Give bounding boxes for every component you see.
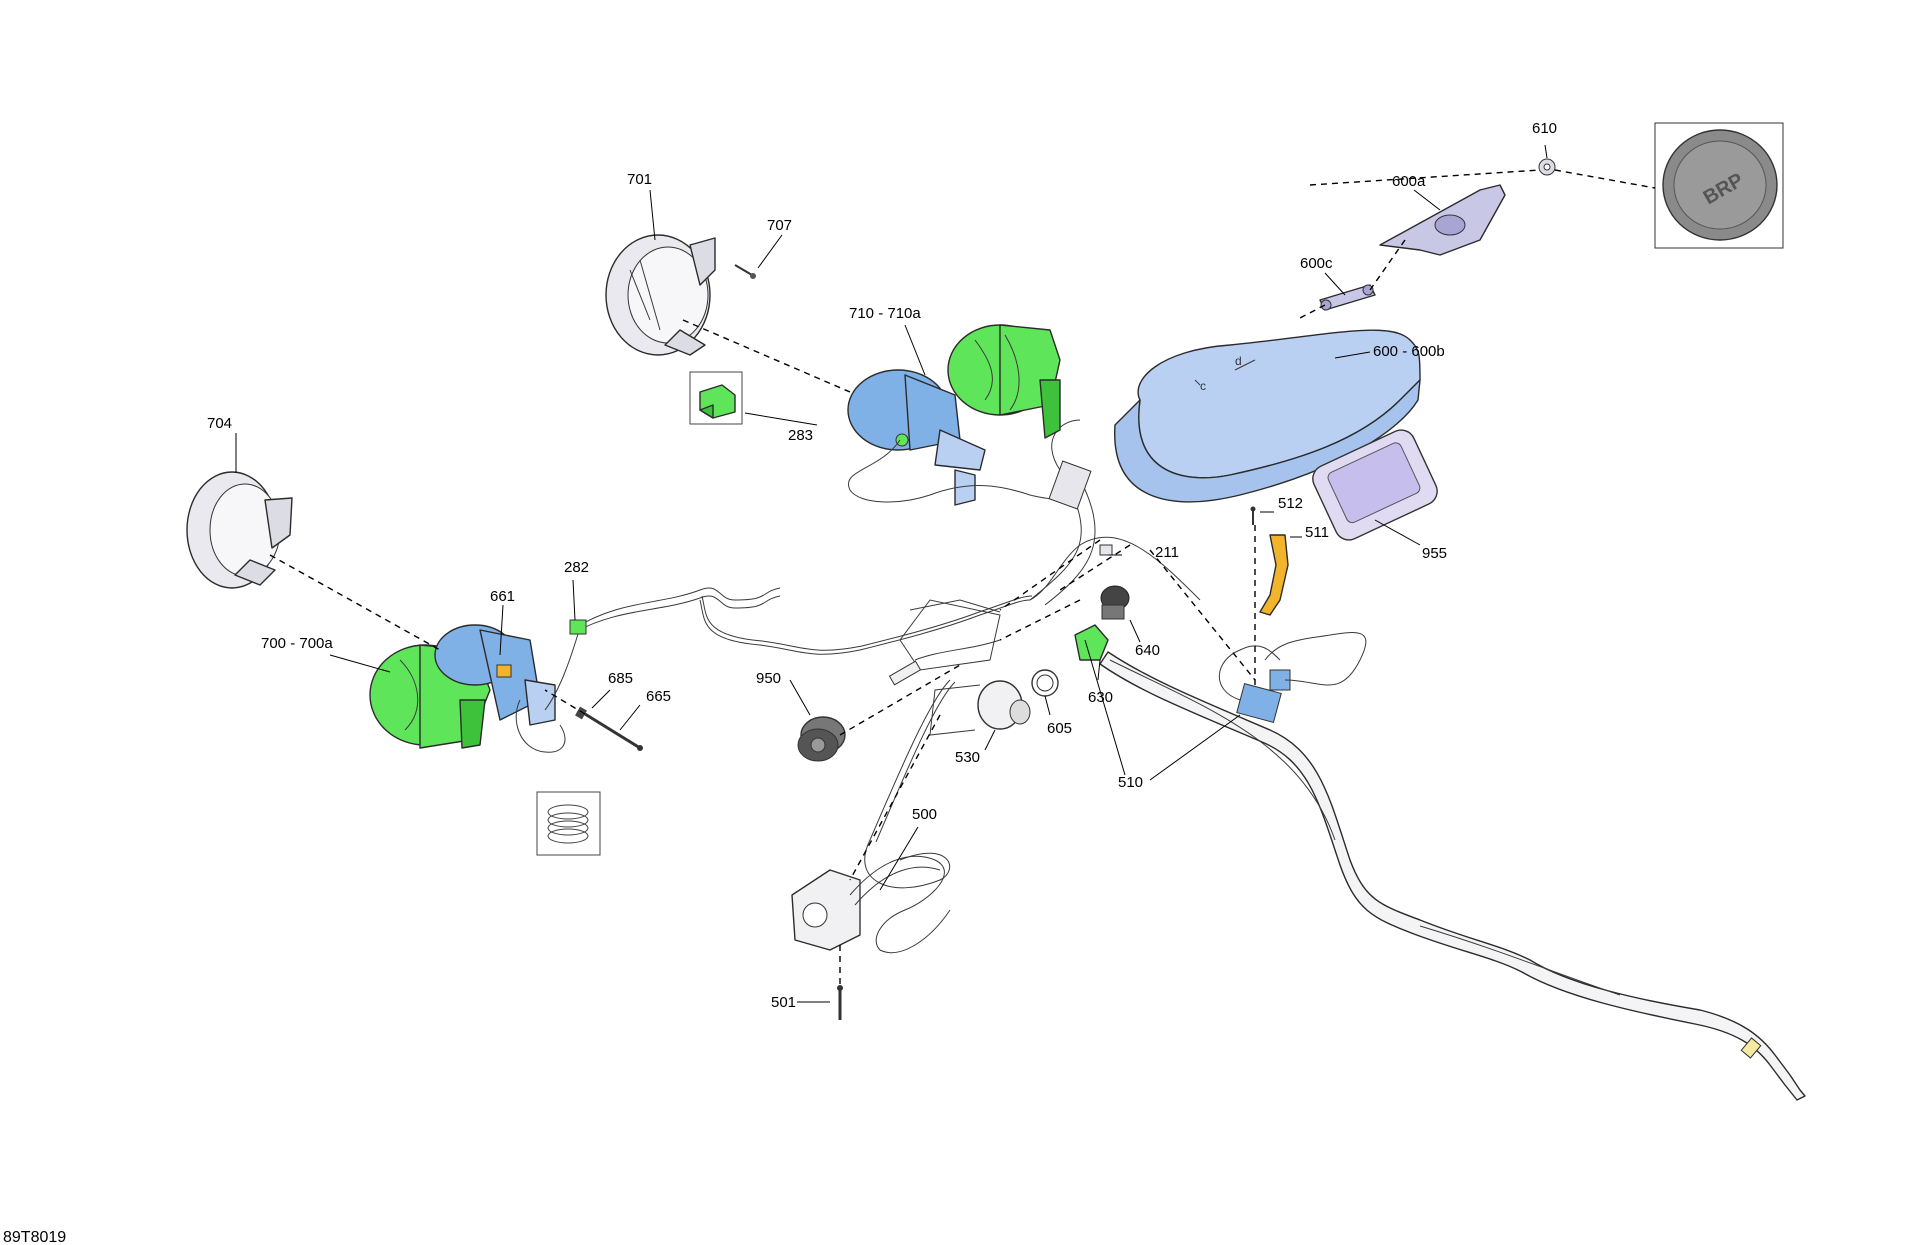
label-510: 510 <box>1118 774 1143 791</box>
part-685-spring <box>536 791 601 856</box>
part-600-cluster: c d <box>1048 329 1421 556</box>
part-955-screen <box>1312 429 1438 541</box>
part-530-outlet <box>929 680 1031 736</box>
assembly-lines <box>269 169 1656 985</box>
part-710-light-assembly <box>847 324 1071 506</box>
part-605-ring <box>1031 669 1059 697</box>
label-704: 704 <box>207 415 232 432</box>
label-501: 501 <box>771 994 796 1011</box>
part-501-screw <box>837 985 843 1020</box>
part-950-outlet <box>797 716 846 762</box>
label-640: 640 <box>1135 642 1160 659</box>
branch-harness <box>574 536 1201 889</box>
label-710: 710 - 710a <box>849 305 921 322</box>
part-600a-bracket <box>1379 184 1506 256</box>
label-282: 282 <box>564 559 589 576</box>
label-610: 610 <box>1532 120 1557 137</box>
label-685: 685 <box>608 670 633 687</box>
label-701: 701 <box>627 171 652 188</box>
figure-id: 89T8019 <box>3 1229 66 1245</box>
part-640-socket <box>1100 585 1130 620</box>
label-707: 707 <box>767 217 792 234</box>
part-600c <box>1319 284 1376 311</box>
brp-emblem: BRP <box>1654 122 1784 249</box>
part-500-switch <box>791 855 951 954</box>
label-530: 530 <box>955 749 980 766</box>
part-704-housing <box>186 471 293 589</box>
label-511: 511 <box>1305 524 1329 541</box>
part-labels: 701 707 710 - 710a 283 704 282 661 700 -… <box>3 120 1557 1245</box>
label-605: 605 <box>1047 720 1072 737</box>
leader-lines <box>235 144 1548 1003</box>
part-700-light-assembly <box>369 624 566 753</box>
part-630-switch <box>1074 624 1109 661</box>
label-700: 700 - 700a <box>261 635 333 652</box>
label-950: 950 <box>756 670 781 687</box>
part-511-bracket <box>1259 534 1289 616</box>
part-510-connector <box>1218 632 1367 724</box>
part-283-clip <box>689 371 743 425</box>
label-600c: 600c <box>1300 255 1333 272</box>
label-665: 665 <box>646 688 671 705</box>
part-665-bolt <box>575 706 643 751</box>
label-211: 211 <box>1155 544 1179 561</box>
label-600: 600 - 600b <box>1373 343 1445 360</box>
label-955: 955 <box>1422 545 1447 562</box>
label-661: 661 <box>490 588 515 605</box>
main-harness <box>1029 419 1806 1101</box>
label-600a: 600a <box>1392 173 1426 190</box>
svg-text:c: c <box>1200 379 1206 393</box>
part-707-screw <box>734 264 756 279</box>
svg-text:d: d <box>1235 354 1242 368</box>
part-701-housing <box>605 234 716 356</box>
part-282-connector <box>544 619 587 711</box>
label-283: 283 <box>788 427 813 444</box>
label-630: 630 <box>1088 689 1113 706</box>
label-512: 512 <box>1278 495 1303 512</box>
label-500: 500 <box>912 806 937 823</box>
part-610-nut <box>1538 158 1556 176</box>
part-512-screw <box>1250 506 1256 525</box>
